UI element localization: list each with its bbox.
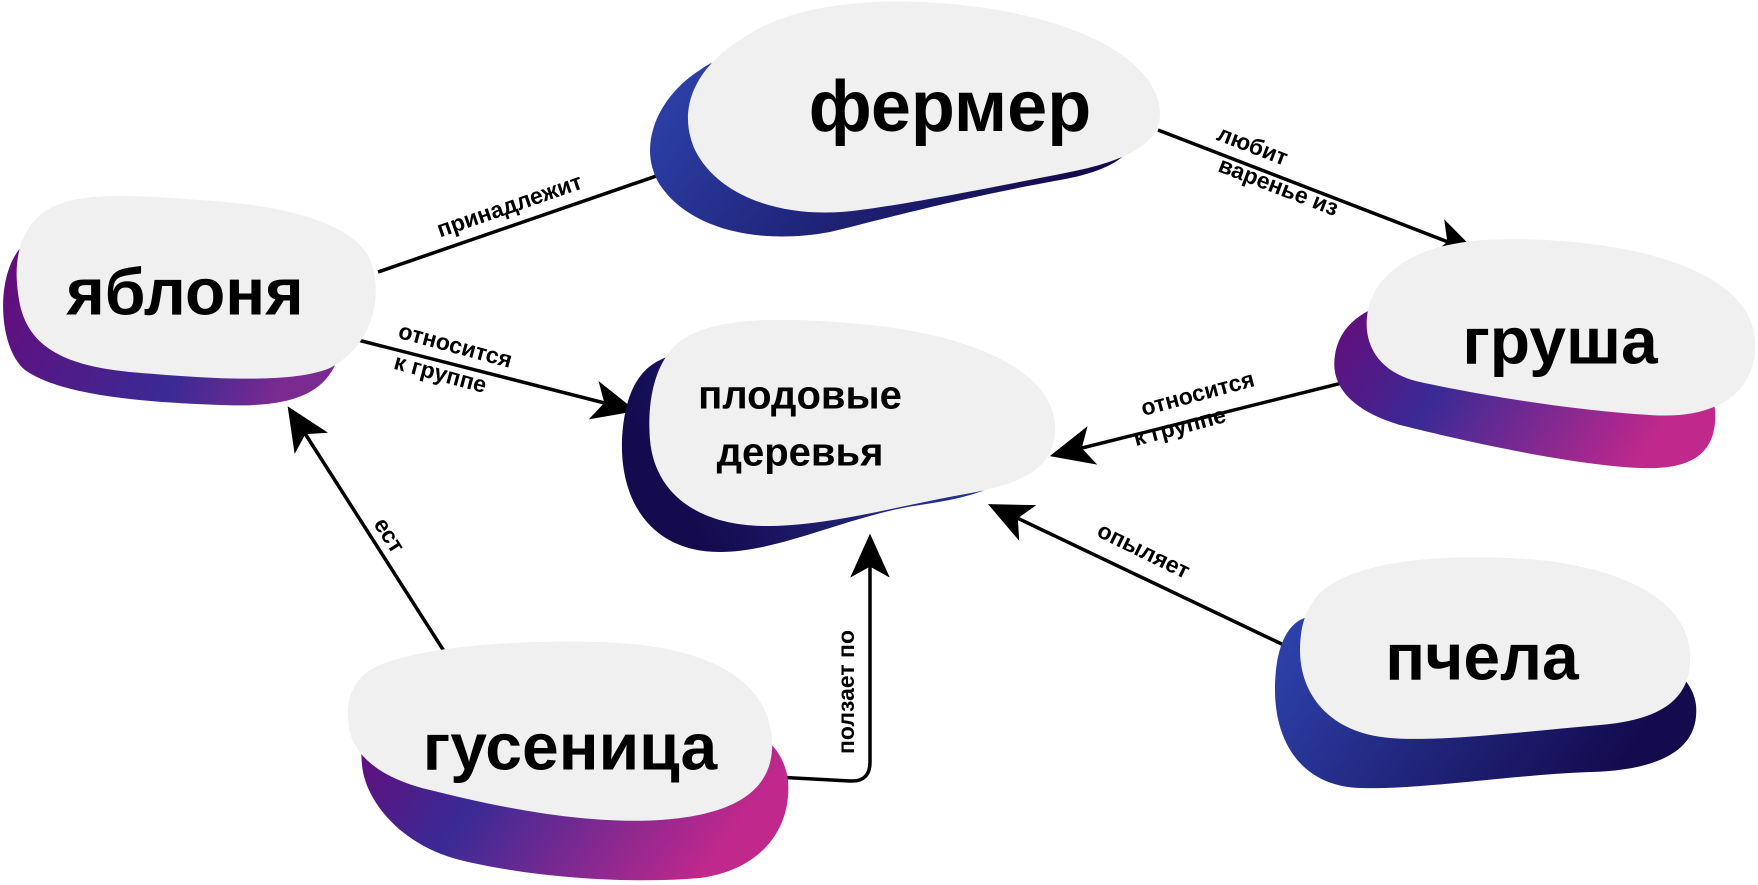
edge-eats xyxy=(287,406,460,674)
node-caterpillar: гусеница xyxy=(347,641,789,881)
node-label: фермер xyxy=(809,67,1091,147)
node-apple-tree: яблоня xyxy=(3,195,376,406)
node-fruit-trees: плодовые деревья xyxy=(621,319,1056,552)
node-shape xyxy=(1366,239,1756,416)
node-shape xyxy=(649,319,1056,527)
node-label: груша xyxy=(1462,303,1659,377)
node-farmer: фермер xyxy=(649,1,1161,237)
node-bee: пчела xyxy=(1275,557,1697,789)
label-crawls-on: ползает по xyxy=(833,630,859,754)
node-label: яблоня xyxy=(65,254,303,328)
node-label: гусеница xyxy=(423,709,719,783)
node-pear: груша xyxy=(1334,239,1756,469)
edge-pear-group xyxy=(1049,372,1379,465)
node-label-line2: деревья xyxy=(717,431,884,475)
edge-apple-group xyxy=(357,338,637,420)
label-eats: ест xyxy=(369,513,411,558)
node-label: пчела xyxy=(1385,619,1580,693)
edge-pollinates xyxy=(988,504,1291,650)
node-shape xyxy=(687,1,1161,213)
node-shape xyxy=(16,195,376,379)
node-shape xyxy=(1300,557,1691,739)
node-shape xyxy=(347,641,773,821)
label-pollinates: опыляет xyxy=(1093,517,1194,584)
label-belongs-to: принадлежит xyxy=(433,168,585,242)
node-label-line1: плодовые xyxy=(698,374,902,418)
edge-loves-jam xyxy=(1157,128,1479,257)
edge-crawls-on xyxy=(757,533,890,783)
